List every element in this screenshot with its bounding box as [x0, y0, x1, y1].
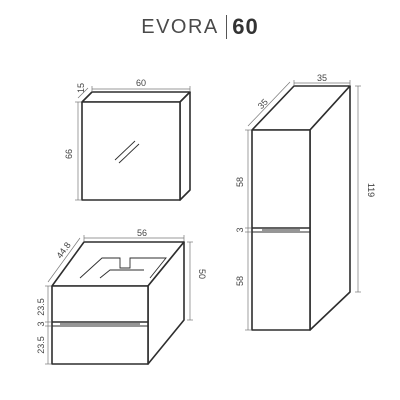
tall-cabinet-dimensions: 35 35 119 58 3 58 [235, 73, 376, 331]
product-name: EVORA [141, 15, 219, 38]
vanity-upper-drawer-label: 23.5 [36, 298, 46, 316]
title-divider [225, 15, 228, 39]
vanity-height-label: 50 [197, 269, 207, 279]
tall-height-label: 119 [366, 183, 376, 197]
product-title: EVORA 60 [0, 12, 400, 42]
mirror-dimensions: 60 15 66 [64, 78, 191, 201]
mirror-cabinet-side [179, 91, 191, 201]
mirror-height-label: 66 [64, 149, 74, 159]
tall-width-label: 35 [317, 73, 327, 83]
mirror-cabinet [81, 91, 191, 201]
dimension-line [77, 87, 89, 99]
tall-cabinet-side [309, 85, 351, 331]
tall-cabinet [251, 85, 351, 331]
vanity-lower-drawer-label: 23.5 [36, 336, 46, 354]
product-size: 60 [232, 14, 259, 39]
vanity-unit [51, 241, 185, 365]
vanity-width-label: 56 [137, 228, 147, 238]
mirror-glare-line [118, 143, 140, 164]
vanity-front [51, 285, 149, 365]
dimension-line [247, 81, 291, 127]
mirror-width-label: 60 [136, 78, 146, 88]
basin-cutout-inner [99, 269, 144, 279]
tall-gap-label: 3 [235, 227, 245, 232]
dimension-line [47, 237, 81, 283]
tall-depth-label: 35 [256, 97, 270, 111]
mirror-glare-line [114, 140, 136, 161]
mirror-depth-label: 15 [76, 83, 86, 93]
basin-cutout [79, 257, 167, 279]
tall-lower-door-label: 58 [235, 276, 245, 286]
vanity-gap-label: 3 [36, 321, 46, 326]
vanity-depth-label: 44.8 [54, 240, 72, 260]
tall-upper-door-label: 58 [235, 177, 245, 187]
mirror-cabinet-top [81, 91, 191, 103]
